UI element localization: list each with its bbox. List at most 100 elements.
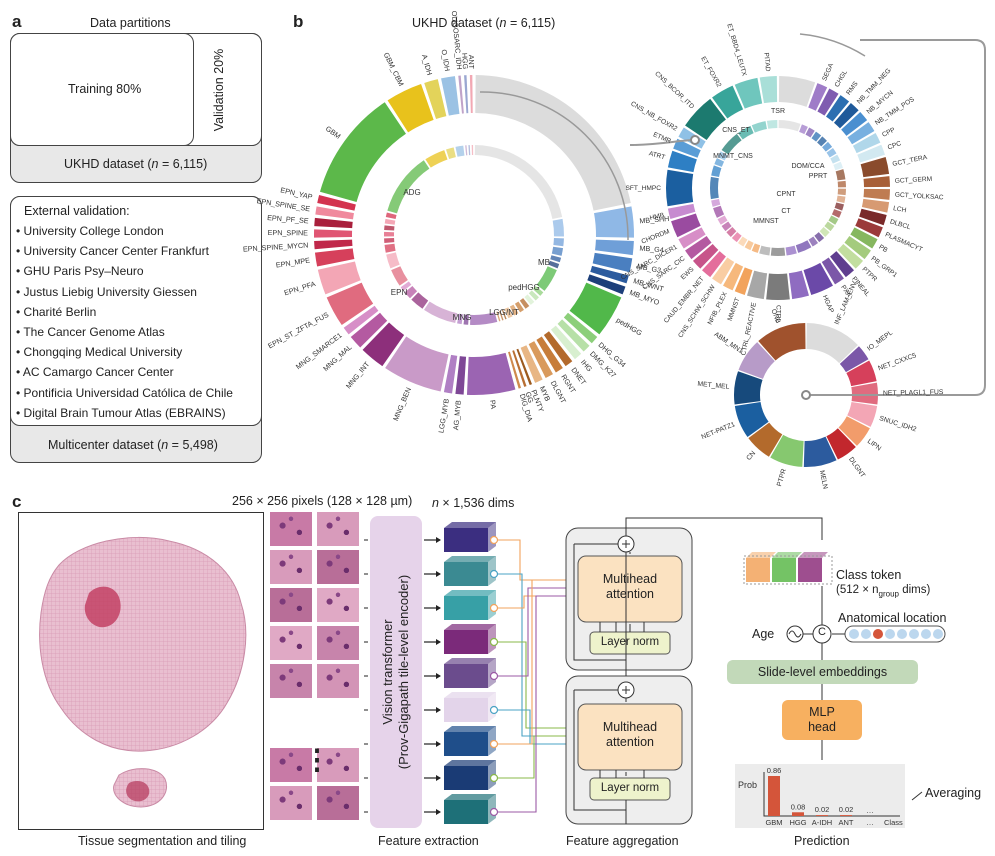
image-tile	[317, 512, 359, 546]
multicenter-label: Multicenter dataset (n = 5,498)	[48, 438, 218, 452]
prob-value: 0.02	[839, 805, 854, 814]
wheel-label: IO_MEPL	[866, 329, 894, 352]
caption-prediction: Prediction	[794, 834, 850, 848]
wheel-ring-segment	[384, 225, 395, 231]
tissue-hotspot	[84, 586, 121, 628]
wheel-segment	[314, 217, 353, 229]
wheel-label: PTPR	[861, 266, 879, 283]
wheel-label: MB_G4	[639, 243, 664, 254]
wheel-label: DLGNT	[847, 456, 866, 479]
group-label: CT	[781, 208, 791, 215]
wheel-ring-segment	[751, 243, 761, 253]
wheel-ring-segment	[710, 176, 719, 200]
arrowhead	[436, 741, 441, 747]
prob-bar	[792, 812, 804, 816]
wheel-ring-segment	[751, 121, 767, 133]
feature-cube	[444, 630, 488, 654]
wheel-segment	[861, 198, 890, 213]
group-label: MMNST	[753, 218, 779, 225]
wheel-segment	[863, 188, 890, 200]
wheel-label: CNS_SCHW_SCHW	[677, 283, 717, 339]
connector-dot	[801, 390, 811, 400]
wheel-ring-segment	[384, 238, 395, 244]
taxonomy-wheels: MB_SHHMB_G4MB_G3MB_WNTMB_MYOpedHGGDHG_G3…	[243, 10, 986, 490]
prob-bar	[768, 776, 780, 816]
wheel-segment	[808, 83, 828, 111]
layer-norm-bottom	[589, 777, 671, 801]
class-token-cell	[746, 558, 770, 582]
wheel-segment	[685, 98, 726, 140]
chart-axis	[763, 772, 900, 817]
cube-top	[444, 794, 496, 800]
wheel-segment	[385, 336, 449, 392]
image-tile	[270, 626, 312, 660]
wheel-segment	[859, 208, 887, 226]
wheel-ring-segment	[551, 246, 564, 256]
image-tile	[270, 748, 312, 782]
tile-size-label: 256 × 256 pixels (128 × 128 µm)	[232, 494, 413, 508]
wheel-label: MNG_INT	[344, 359, 372, 390]
prob-bar	[816, 815, 828, 816]
wheel-label: LGG_MYB	[436, 398, 451, 434]
wheel-ring-segment	[828, 215, 839, 225]
class-token-label: Class token	[836, 568, 902, 582]
cube-top	[444, 624, 496, 630]
wheel-segment	[458, 75, 464, 114]
external-validation-box	[10, 196, 262, 426]
arrowhead	[436, 639, 441, 645]
wheel-ring-segment	[770, 247, 786, 256]
token-flow-line	[498, 595, 566, 813]
group-label: MNG	[453, 313, 472, 322]
wheel-segment	[759, 76, 778, 104]
wheel-segment	[443, 354, 458, 394]
class-token-cell	[772, 558, 796, 582]
class-token-cell-top	[746, 552, 776, 558]
wheel-segment	[833, 102, 859, 129]
wheel-ring-segment	[501, 309, 507, 320]
feature-cube	[444, 664, 488, 688]
panel-b-label: b	[293, 12, 304, 31]
wheel-segment	[678, 227, 706, 249]
group-label: EPN	[391, 288, 408, 297]
cube-top	[444, 658, 496, 664]
location-dot	[861, 629, 871, 639]
wheel-label: MNG_BEN	[391, 386, 413, 422]
class-token-dims: (512 × ngroup dims)	[836, 584, 931, 599]
wheel-label: SEGA	[821, 62, 835, 82]
tissue-slide	[39, 536, 247, 808]
wheel-segment	[852, 133, 881, 154]
arrowhead	[436, 605, 441, 611]
wheel-ring-segment	[424, 301, 458, 324]
wheel-ring-segment	[496, 311, 501, 322]
prob-axis-label: Prob	[738, 780, 757, 790]
wheel-segment	[673, 138, 701, 158]
wheel-segment	[516, 348, 532, 385]
wheel-segment	[314, 229, 353, 238]
tissue-hotspot	[126, 781, 150, 802]
wheel-segment	[666, 169, 694, 207]
external-title: External validation:	[24, 204, 130, 218]
wheel-label: RMS	[845, 80, 860, 96]
token-node	[489, 739, 499, 749]
wheel-segment	[747, 270, 768, 300]
wheel-ring-segment	[384, 243, 396, 253]
wheel-ring-segment	[499, 310, 504, 321]
wheel-segment	[319, 102, 406, 203]
wheel-segment	[712, 85, 744, 119]
panel-c-label: c	[12, 492, 22, 511]
wheel-ring-segment	[386, 252, 400, 269]
group-label: PPRT	[809, 173, 828, 180]
wheel-segment	[441, 76, 460, 116]
wheel-segment	[314, 248, 355, 267]
class-token	[743, 552, 833, 585]
wheel-ring-segment	[528, 290, 539, 301]
arrowhead	[436, 707, 441, 713]
wheel-label: PITAD	[762, 52, 771, 72]
connector-dot	[690, 135, 700, 145]
location-dot	[885, 629, 895, 639]
wheel-ring-segment	[509, 304, 519, 316]
wheel-ring-segment	[404, 286, 418, 299]
wheel-segment	[685, 236, 712, 260]
institution-item: • AC Camargo Cancer Center	[16, 365, 174, 380]
wheel-ring-segment	[519, 298, 530, 309]
